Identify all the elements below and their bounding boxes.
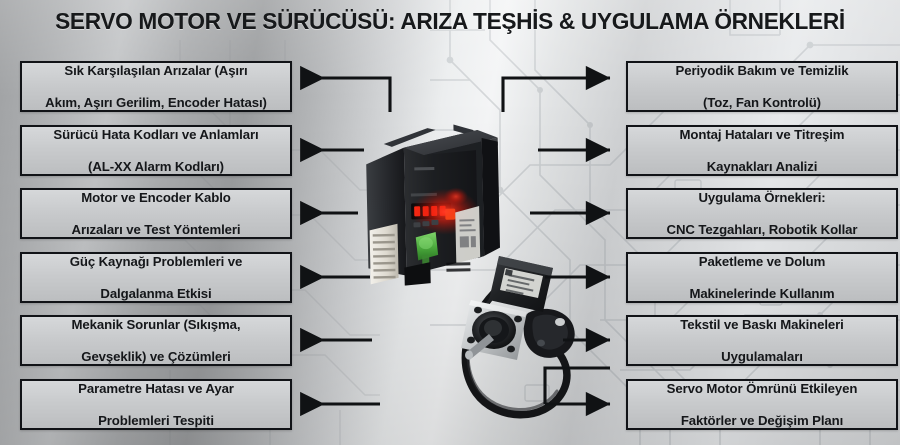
topic-box-packaging[interactable]: Paketleme ve Dolum Makinelerinde Kullanı… [626, 252, 898, 303]
topic-line-1: Parametre Hatası ve Ayar [78, 380, 234, 396]
topic-box-textile-print[interactable]: Tekstil ve Baskı Makineleri Uygulamaları [626, 315, 898, 366]
topic-box-maintenance[interactable]: Periyodik Bakım ve Temizlik (Toz, Fan Ko… [626, 61, 898, 112]
topic-text: Güç Kaynağı Problemleri ve Dalgalanma Et… [70, 254, 243, 302]
topic-line-2: Akım, Aşırı Gerilim, Encoder Hatası) [45, 95, 267, 111]
topic-box-cable-faults[interactable]: Motor ve Encoder Kablo Arızaları ve Test… [20, 188, 292, 239]
topic-line-2: Arızaları ve Test Yöntemleri [71, 222, 241, 238]
topic-line-2: Gevşeklik) ve Çözümleri [81, 349, 231, 365]
topic-text: Sürücü Hata Kodları ve Anlamları (AL-XX … [53, 127, 258, 175]
topic-text: Mekanik Sorunlar (Sıkışma, Gevşeklik) ve… [72, 317, 241, 365]
topic-line-2: Uygulamaları [721, 349, 803, 365]
topic-text: Montaj Hataları ve Titreşim Kaynakları A… [680, 127, 845, 175]
servo-motor [461, 256, 553, 360]
topic-line-1: Sürücü Hata Kodları ve Anlamları [53, 126, 259, 142]
topic-line-2: Faktörler ve Değişim Planı [680, 413, 844, 429]
page-title: SERVO MOTOR VE SÜRÜCÜSÜ: ARIZA TEŞHİS & … [55, 8, 845, 34]
topic-text: Servo Motor Ömrünü Etkileyen Faktörler v… [667, 381, 858, 429]
topic-line-1: Sık Karşılaşılan Arızalar (Aşırı [64, 62, 248, 78]
topic-line-2: (AL-XX Alarm Kodları) [88, 159, 224, 175]
topic-box-power-supply[interactable]: Güç Kaynağı Problemleri ve Dalgalanma Et… [20, 252, 292, 303]
topic-text: Periyodik Bakım ve Temizlik (Toz, Fan Ko… [676, 63, 849, 111]
topic-line-1: Uygulama Örnekleri: [698, 189, 826, 205]
topic-line-2: Kaynakları Analizi [706, 159, 818, 175]
topic-line-2: Problemleri Tespiti [98, 413, 214, 429]
topic-box-mounting[interactable]: Montaj Hataları ve Titreşim Kaynakları A… [626, 125, 898, 176]
topic-box-lifetime[interactable]: Servo Motor Ömrünü Etkileyen Faktörler v… [626, 379, 898, 430]
topic-box-applications[interactable]: Uygulama Örnekleri: CNC Tezgahları, Robo… [626, 188, 898, 239]
topic-line-1: Montaj Hataları ve Titreşim [679, 126, 845, 142]
servo-drive-unit [366, 124, 500, 286]
topic-box-common-faults[interactable]: Sık Karşılaşılan Arızalar (Aşırı Akım, A… [20, 61, 292, 112]
topic-line-1: Servo Motor Ömrünü Etkileyen [666, 380, 858, 396]
topic-box-error-codes[interactable]: Sürücü Hata Kodları ve Anlamları (AL-XX … [20, 125, 292, 176]
topic-text: Motor ve Encoder Kablo Arızaları ve Test… [72, 190, 241, 238]
topic-line-1: Paketleme ve Dolum [698, 253, 826, 269]
topic-line-2: Dalgalanma Etkisi [100, 286, 212, 302]
topic-text: Uygulama Örnekleri: CNC Tezgahları, Robo… [667, 190, 858, 238]
topic-text: Sık Karşılaşılan Arızalar (Aşırı Akım, A… [45, 63, 267, 111]
topic-line-1: Mekanik Sorunlar (Sıkışma, [71, 316, 241, 332]
topic-box-mechanical[interactable]: Mekanik Sorunlar (Sıkışma, Gevşeklik) ve… [20, 315, 292, 366]
topic-line-2: Makinelerinde Kullanım [689, 286, 835, 302]
topic-line-1: Tekstil ve Baskı Makineleri [680, 316, 844, 332]
topic-line-2: CNC Tezgahları, Robotik Kollar [666, 222, 858, 238]
topic-text: Tekstil ve Baskı Makineleri Uygulamaları [680, 316, 844, 365]
topic-box-parameter-faults[interactable]: Parametre Hatası ve Ayar Problemleri Tes… [20, 379, 292, 430]
topic-line-1: Güç Kaynağı Problemleri ve [69, 253, 243, 269]
topic-line-2: (Toz, Fan Kontrolü) [703, 95, 821, 111]
topic-text: Parametre Hatası ve Ayar Problemleri Tes… [78, 381, 234, 429]
topic-line-1: Motor ve Encoder Kablo [81, 189, 231, 205]
topic-text: Paketleme ve Dolum Makinelerinde Kullanı… [689, 254, 834, 302]
topic-line-1: Periyodik Bakım ve Temizlik [675, 62, 849, 78]
